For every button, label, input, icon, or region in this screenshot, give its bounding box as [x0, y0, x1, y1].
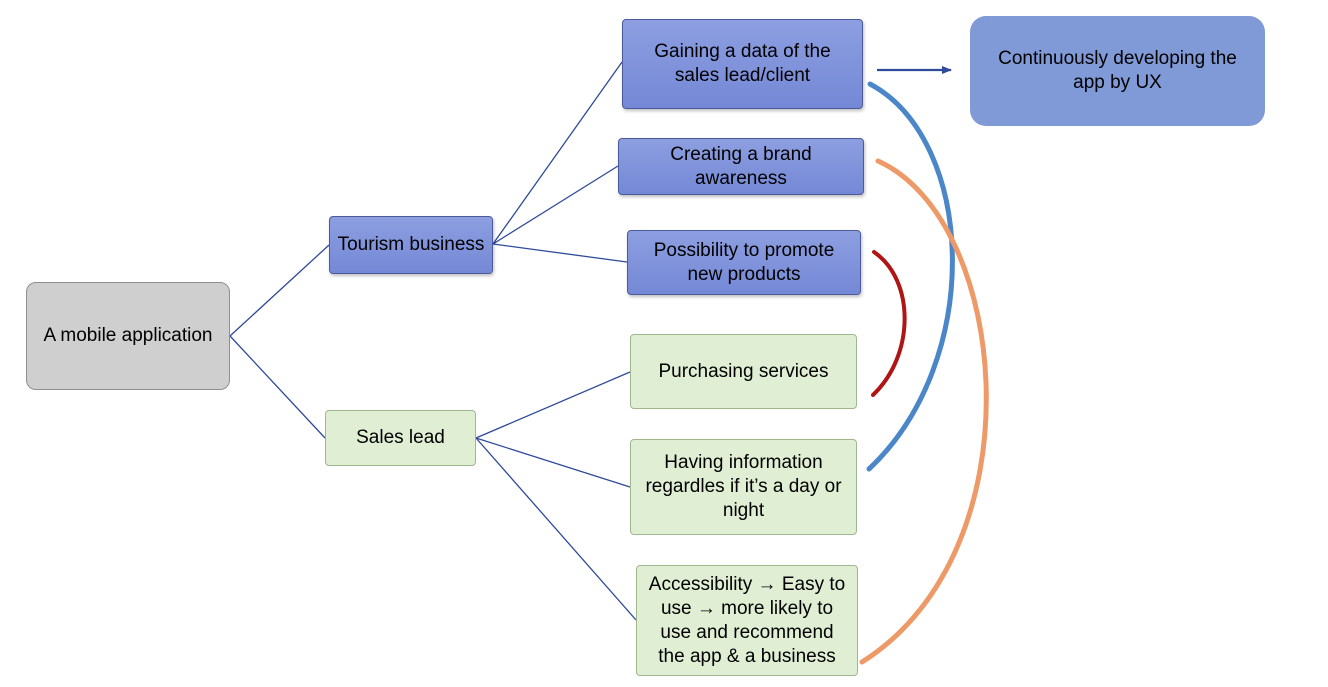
- arc-orange: [859, 158, 989, 665]
- connector-sales-purchasing: [475, 371, 631, 439]
- connector-sales-access: [475, 437, 637, 621]
- node-having-information: Having information regardles if it’s a d…: [630, 439, 857, 535]
- node-purchasing-services: Purchasing services: [630, 334, 857, 409]
- node-brand-awareness: Creating a brand awareness: [618, 138, 864, 195]
- connector-root-tourism: [229, 244, 330, 337]
- arc-red: [871, 250, 907, 397]
- node-promote-products: Possibility to promote new products: [627, 230, 861, 295]
- node-root: A mobile application: [26, 282, 230, 390]
- connector-sales-info: [475, 437, 631, 488]
- connector-tourism-brand: [492, 165, 619, 245]
- node-tourism-business: Tourism business: [329, 216, 493, 274]
- connector-tourism-gaining: [492, 61, 623, 245]
- connector-tourism-promote: [492, 243, 628, 263]
- arc-blue: [866, 81, 955, 472]
- connector-root-sales: [229, 335, 326, 439]
- node-accessibility: Accessibility → Easy to use → more likel…: [636, 565, 858, 676]
- node-continuously-developing: Continuously developing the app by UX: [970, 16, 1265, 126]
- node-sales-lead: Sales lead: [325, 410, 476, 466]
- node-gaining-data: Gaining a data of the sales lead/client: [622, 19, 863, 109]
